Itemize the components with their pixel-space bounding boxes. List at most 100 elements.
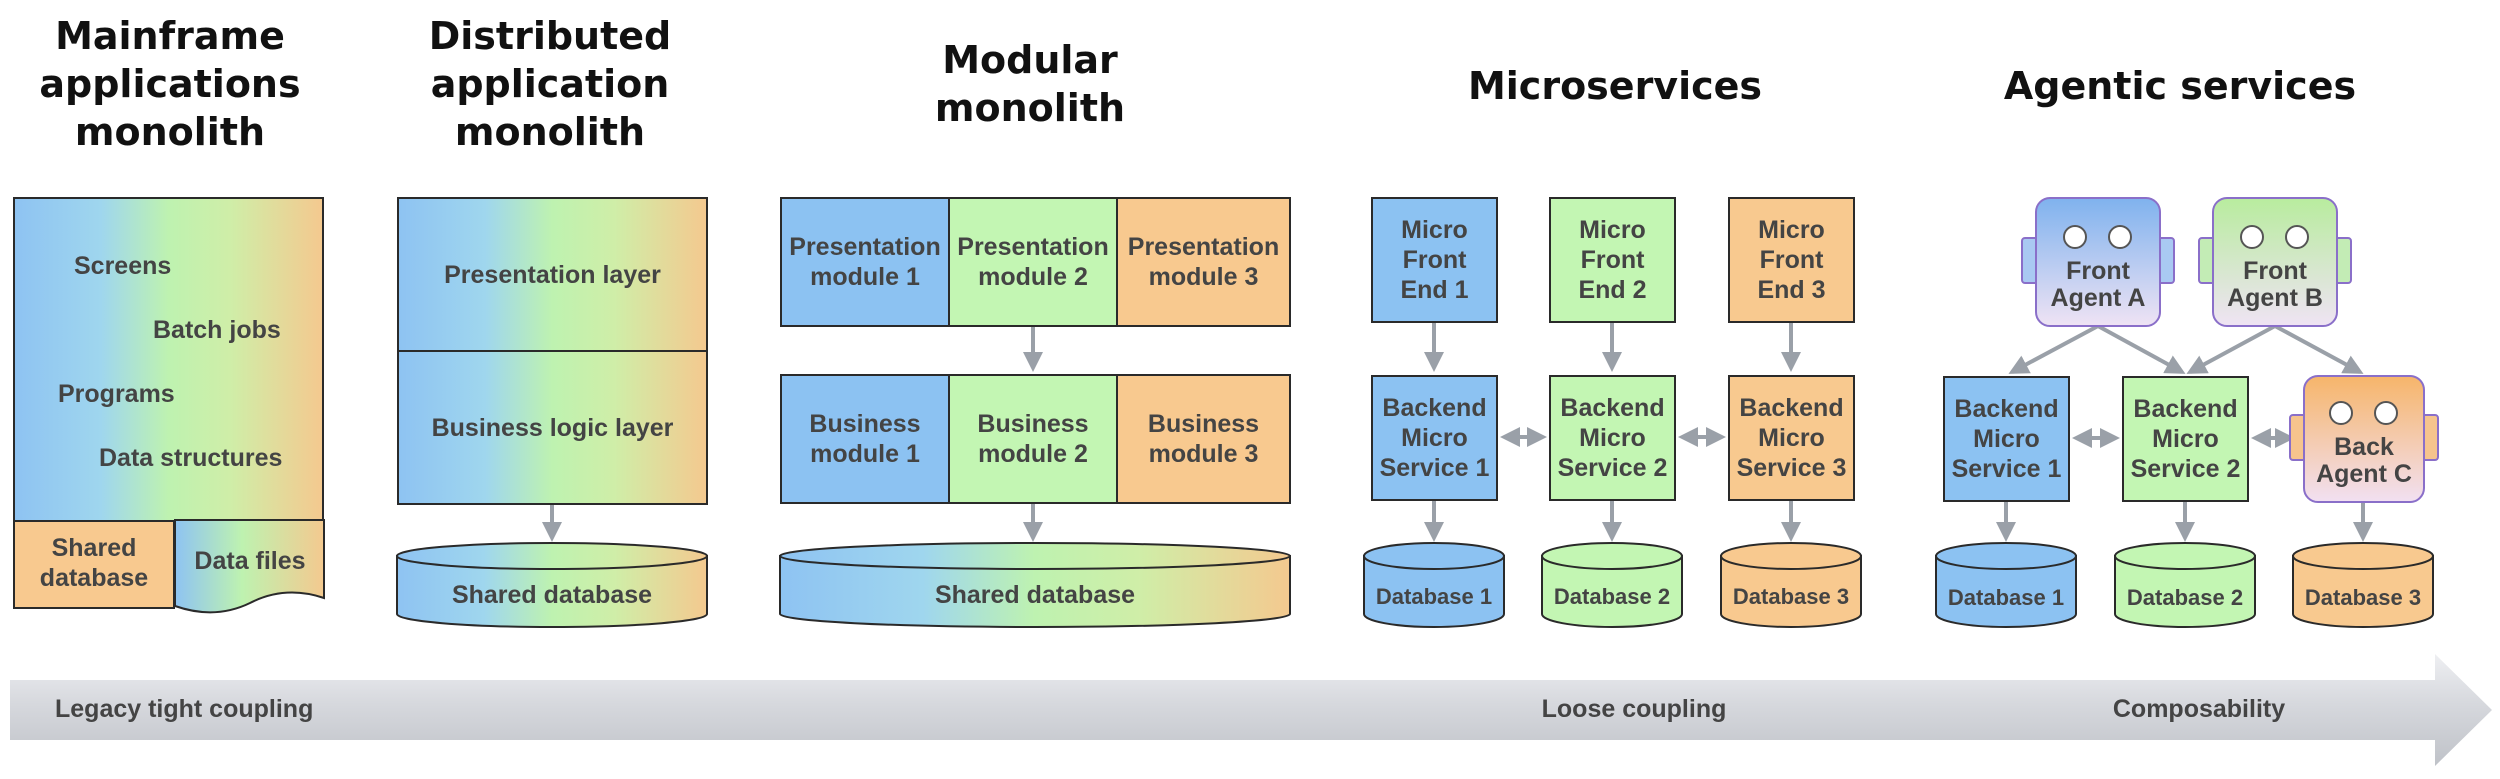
label-line: Presentation <box>1127 233 1280 261</box>
robot-eye <box>2240 225 2264 249</box>
arrow-agent-a-to-service-2 <box>2097 324 2186 374</box>
mainframe-data-structures-label: Data structures <box>99 444 283 472</box>
label-line: Presentation <box>957 233 1109 261</box>
label-line: Service 2 <box>2130 455 2241 483</box>
backend-micro-service-3 <box>1728 375 1855 501</box>
agentic-database-3-label: Database 3 <box>2305 585 2421 610</box>
arrow-agent-b-to-agent-c <box>2274 324 2364 374</box>
agentic-backend-micro-service-1 <box>1943 376 2070 502</box>
micro-front-end-3 <box>1728 197 1855 323</box>
front-agent-b-label-line2: Agent B <box>2227 284 2323 312</box>
robot-eye <box>2329 401 2353 425</box>
label-line: Business <box>809 410 921 438</box>
label-line: Presentation <box>789 233 941 261</box>
business-module-1-label: Business module 1 <box>780 374 950 504</box>
robot-eye <box>2285 225 2309 249</box>
label-line: module 3 <box>1148 263 1259 291</box>
micro-database-1-label: Database 1 <box>1376 584 1492 609</box>
label-line: Front <box>1759 246 1824 274</box>
robot-eye <box>2063 225 2087 249</box>
micro-database-2: Database 2 <box>1541 542 1683 628</box>
label-line: Micro <box>2152 425 2219 453</box>
label-line: Backend <box>1954 395 2059 423</box>
distributed-shared-database: Shared database <box>396 542 708 628</box>
label-line: Business <box>1147 410 1260 438</box>
front-agent-b-robot: Front Agent B <box>2198 197 2352 327</box>
label-line: Micro <box>1579 216 1646 244</box>
connector-arrows <box>542 323 2373 542</box>
label-line: Micro <box>1401 216 1468 244</box>
business-module-2-label: Business module 2 <box>948 374 1118 504</box>
business-module-3 <box>1116 374 1291 504</box>
loose-coupling-label: Loose coupling <box>1542 695 1727 723</box>
title-line: Modular <box>942 38 1118 82</box>
title-line: Distributed <box>428 14 672 58</box>
agentic-database-3: Database 3 <box>2292 542 2434 628</box>
modular-shared-database-label: Shared database <box>935 581 1135 609</box>
label-line: Backend <box>2133 395 2238 423</box>
backend-micro-service-1 <box>1371 375 1498 501</box>
label-line: module 3 <box>1148 440 1259 468</box>
label-line: database <box>39 564 149 592</box>
backend-micro-service-2-label: Backend Micro Service 2 <box>1549 375 1676 501</box>
label-line: Service 1 <box>1379 454 1490 482</box>
mainframe-screens-label: Screens <box>74 252 172 280</box>
title-mainframe: Mainframe applications monolith <box>20 12 320 156</box>
front-agent-a-label-line1: Front <box>2066 257 2131 285</box>
agentic-database-2: Database 2 <box>2114 542 2256 628</box>
label-line: Micro <box>1758 216 1825 244</box>
back-agent-c-label-line2: Agent C <box>2316 460 2412 488</box>
agentic-backend-micro-service-2 <box>2122 376 2249 502</box>
business-module-3-label: Business module 3 <box>1116 374 1291 504</box>
modular-shared-database: Shared database <box>779 542 1291 628</box>
mainframe-shared-database-label: Shared database <box>13 533 175 593</box>
robot-eye <box>2374 401 2398 425</box>
micro-front-end-3-label: Micro Front End 3 <box>1728 197 1855 323</box>
agentic-database-2-label: Database 2 <box>2127 585 2243 610</box>
label-line: Micro <box>1973 425 2040 453</box>
micro-front-end-2 <box>1549 197 1676 323</box>
micro-database-3-label: Database 3 <box>1733 584 1849 609</box>
business-module-1 <box>780 374 950 504</box>
title-line: monolith <box>454 110 646 154</box>
presentation-module-1 <box>780 197 950 327</box>
title-agentic: Agentic services <box>2003 64 2357 108</box>
micro-database-1: Database 1 <box>1363 542 1505 628</box>
label-line: Service 3 <box>1736 454 1847 482</box>
label-line: module 2 <box>978 440 1088 468</box>
distributed-shared-database-label: Shared database <box>452 581 652 609</box>
agentic-database-1: Database 1 <box>1935 542 2077 628</box>
front-agent-a-robot: Front Agent A <box>2021 197 2175 327</box>
agentic-backend-micro-service-1-label: Backend Micro Service 1 <box>1943 376 2070 502</box>
agentic-backend-micro-service-2-label: Backend Micro Service 2 <box>2122 376 2249 502</box>
label-line: Shared <box>51 534 137 562</box>
backend-micro-service-1-label: Backend Micro Service 1 <box>1371 375 1498 501</box>
title-line: Mainframe <box>55 14 285 58</box>
presentation-module-1-label: Presentation module 1 <box>780 197 950 327</box>
label-line: Service 2 <box>1557 454 1668 482</box>
arrow-agent-b-to-service-2 <box>2186 324 2276 374</box>
title-line: application <box>430 62 670 106</box>
label-line: Front <box>1580 246 1645 274</box>
back-agent-c-robot: Back Agent C <box>2289 375 2439 503</box>
back-agent-c-label-line1: Back <box>2334 433 2394 461</box>
micro-front-end-2-label: Micro Front End 2 <box>1549 197 1676 323</box>
mainframe-app-box <box>13 197 324 522</box>
micro-front-end-1-label: Micro Front End 1 <box>1371 197 1498 323</box>
agentic-database-1-label: Database 1 <box>1948 585 2064 610</box>
label-line: Micro <box>1401 424 1468 452</box>
backend-micro-service-2 <box>1549 375 1676 501</box>
business-logic-layer-label: Business logic layer <box>431 413 674 442</box>
label-line: Service 1 <box>1951 455 2062 483</box>
label-line: module 1 <box>810 440 920 468</box>
coupling-spectrum-arrow <box>10 654 2492 766</box>
title-distributed: Distributed application monolith <box>400 12 700 156</box>
mainframe-batch-jobs-label: Batch jobs <box>153 316 281 344</box>
data-files-label: Data files <box>194 547 305 575</box>
title-line: applications <box>39 62 301 106</box>
label-line: Backend <box>1739 394 1844 422</box>
front-agent-a-label-line2: Agent A <box>2051 284 2146 312</box>
label-line: End 1 <box>1400 276 1469 304</box>
